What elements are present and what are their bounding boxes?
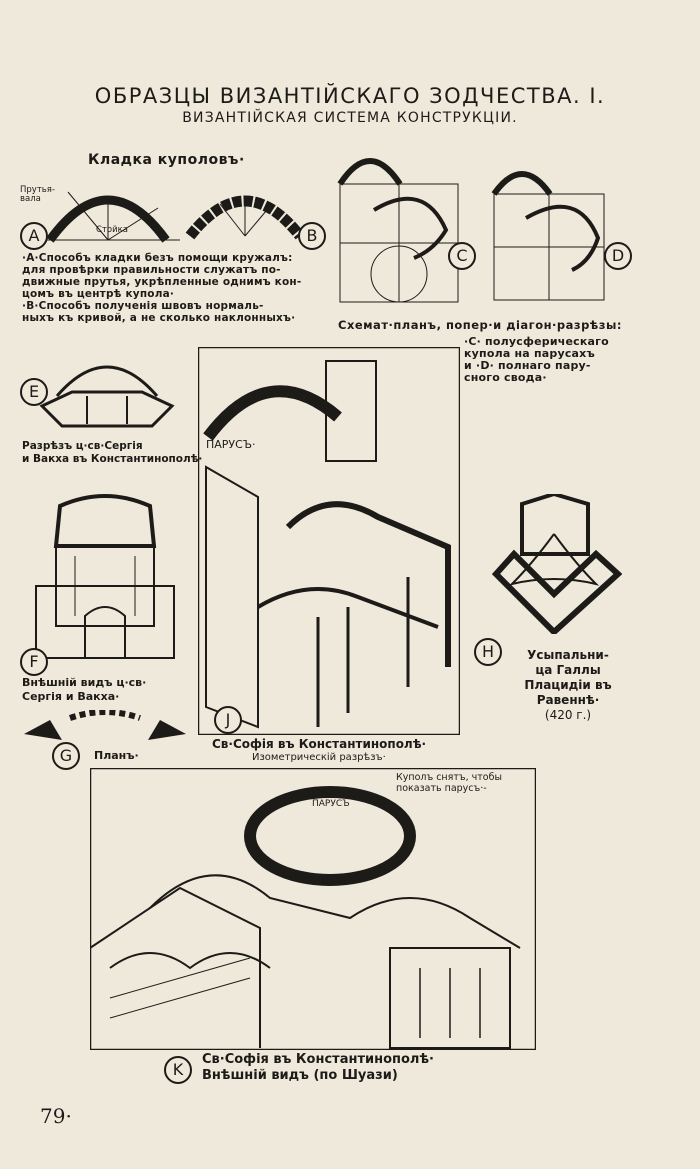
- pendentives-heading: Схемат·планъ, попер·и діагон·разрѣзы:: [338, 318, 622, 332]
- sophia-exterior-note-line-1: Куполъ снятъ, чтобы: [396, 772, 502, 783]
- letter-c-marker: C: [448, 242, 476, 270]
- page-title: ОБРАЗЦЫ ВИЗАНТІЙСКАГО ЗОДЧЕСТВА. I.: [94, 84, 606, 108]
- pendentives-note: ·C· полусферическаго купола на парусахъ …: [464, 336, 664, 384]
- sophia-section-caption-line-2: Изометрическій разрѣзъ·: [252, 752, 386, 763]
- placidia-caption-line-4: Равеннѣ·: [536, 693, 600, 707]
- pendentives-note-line-4: сного свода·: [464, 371, 547, 384]
- dome-b-drawing: [185, 195, 305, 240]
- sergius-exterior-drawing: [35, 494, 175, 659]
- note-b-line-2: ныхъ къ кривой, а не сколько наклонныхъ·: [22, 312, 296, 324]
- sophia-exterior-drawing: [90, 768, 536, 1050]
- letter-b-marker: B: [298, 222, 326, 250]
- letter-e-marker: E: [20, 378, 48, 406]
- sophia-exterior-note-line-2: показать парусъ·-: [396, 783, 487, 794]
- sophia-section-caption: Св·Софія въ Константинополѣ· Изометричес…: [212, 738, 426, 764]
- letter-g-marker: G: [52, 742, 80, 770]
- letter-a-marker: A: [20, 222, 48, 250]
- placidia-caption-line-5: (420 г.): [544, 708, 592, 722]
- letter-k-marker: K: [164, 1056, 192, 1084]
- sergius-exterior-line-1: Внѣшній видъ ц·св·: [22, 676, 147, 689]
- sophia-exterior-caption: Св·Софія въ Константинополѣ· Внѣшній вид…: [202, 1052, 434, 1084]
- pendentives-note-line-2: купола на парусахъ: [464, 347, 595, 360]
- note-a-line-3: движные прутья, укрѣпленные однимъ кон-: [22, 276, 302, 288]
- page-subtitle: ВИЗАНТІЙСКАЯ СИСТЕМА КОНСТРУКЦІИ.: [182, 110, 518, 126]
- placidia-drawing: [492, 494, 622, 634]
- sergius-plan-drawing: [24, 710, 186, 740]
- sergius-caption-line-2: и Вакха въ Константинополѣ·: [22, 453, 203, 465]
- sophia-exterior-caption-line-2: Внѣшній видъ (по Шуази): [202, 1068, 398, 1083]
- sophia-exterior-caption-line-1: Св·Софія въ Константинополѣ·: [202, 1052, 434, 1067]
- placidia-caption-line-2: ца Галлы: [535, 663, 601, 677]
- pendentives-note-line-1: ·C· полусферическаго: [464, 335, 609, 348]
- letter-h-marker: H: [474, 638, 502, 666]
- dome-a-drawing: [36, 191, 180, 243]
- letter-d-marker: D: [604, 242, 632, 270]
- label-stand: Стойка: [96, 225, 128, 235]
- note-a-line-1: ·A·Способъ кладки безъ помощи кружалъ:: [22, 252, 293, 264]
- letter-f-marker: F: [20, 648, 48, 676]
- letter-j-marker: J: [214, 706, 242, 734]
- sophia-exterior-parus-label: ПАРУСЪ: [312, 799, 350, 809]
- note-b-line-1: ·B·Способъ полученія швовъ нормаль-: [22, 300, 264, 312]
- pendentive-d-drawing: [491, 171, 605, 301]
- plan-label: Планъ·: [94, 749, 139, 762]
- pendentive-c-drawing: [337, 158, 459, 303]
- sophia-section-parus-label: ПАРУСЪ·: [206, 438, 256, 451]
- note-a-line-4: цомъ въ центрѣ купола·: [22, 288, 175, 300]
- domes-heading: Кладка куполовъ·: [88, 152, 245, 168]
- sergius-exterior-line-2: Сергія и Вакха·: [22, 690, 120, 703]
- sophia-section-drawing: [198, 347, 460, 735]
- placidia-caption-line-1: Усыпальни-: [527, 648, 609, 662]
- domes-note: ·A·Способъ кладки безъ помощи кружалъ: д…: [22, 252, 332, 324]
- sergius-exterior-caption: Внѣшній видъ ц·св· Сергія и Вакха·: [22, 676, 146, 704]
- sergius-section-drawing: [39, 365, 175, 428]
- placidia-caption-line-3: Плацидіи въ: [524, 678, 612, 692]
- note-a-line-2: для провѣрки правильности служатъ по-: [22, 264, 281, 276]
- label-rods: Прутья- вала: [20, 185, 55, 204]
- sergius-caption-line-1: Разрѣзъ ц·св·Сергія: [22, 440, 143, 452]
- page-number: 79·: [40, 1104, 72, 1128]
- sophia-exterior-note: Куполъ снятъ, чтобы показать парусъ·-: [396, 772, 502, 794]
- pendentives-note-line-3: и ·D· полнаго пару-: [464, 359, 591, 372]
- sophia-section-caption-line-1: Св·Софія въ Константинополѣ·: [212, 737, 427, 751]
- sergius-section-caption: Разрѣзъ ц·св·Сергія и Вакха въ Константи…: [22, 440, 202, 466]
- placidia-caption: Усыпальни- ца Галлы Плацидіи въ Равеннѣ·…: [508, 648, 628, 723]
